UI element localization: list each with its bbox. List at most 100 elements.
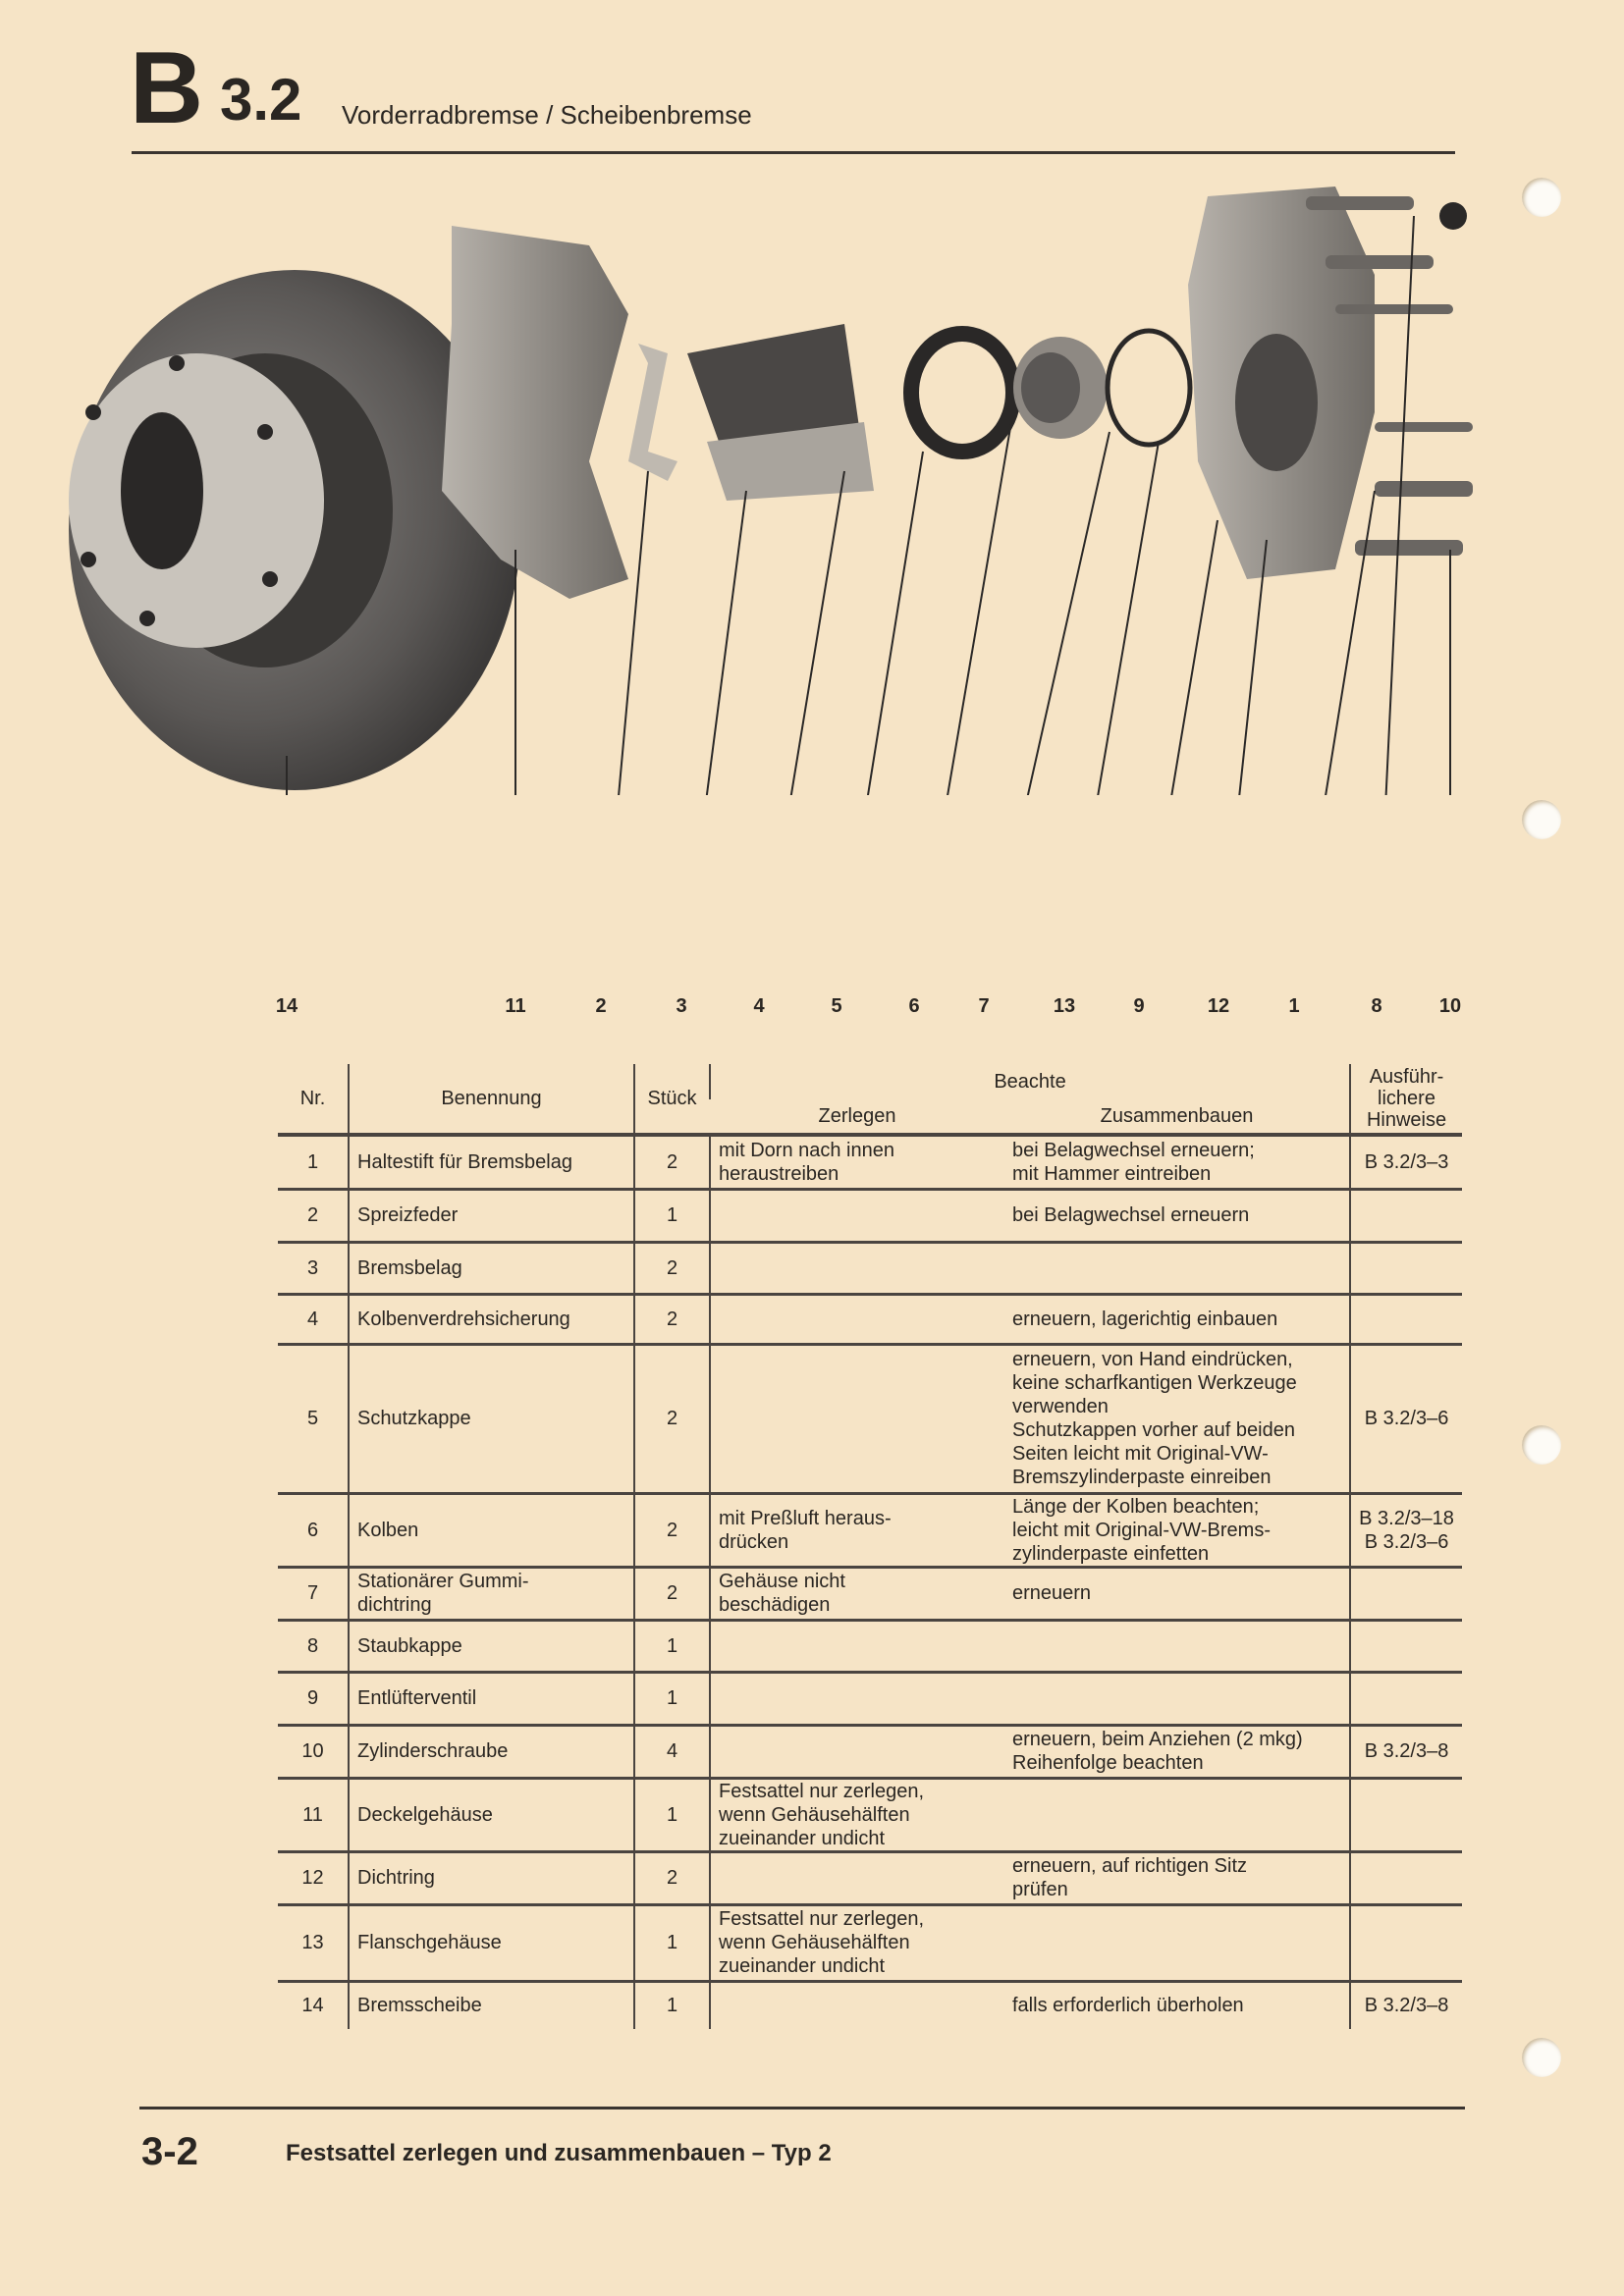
callout-10: 10 [1438, 995, 1462, 1017]
cell-zusammenbauen: falls erforderlich überholen [1012, 1995, 1244, 2017]
cell-zusammenbauen: bei Belagwechsel erneuern [1004, 1189, 1351, 1244]
cell-name: Dichtring [348, 1851, 634, 1906]
cell-name: Stationärer Gummi- dichtring [348, 1567, 634, 1622]
page-title: Vorderradbremse / Scheibenbremse [342, 100, 752, 130]
piston-seal-ring [903, 326, 1021, 459]
rubber-seal [1105, 328, 1193, 448]
cell-zerlegen [709, 1620, 1004, 1674]
cell-qty: 1 [633, 1189, 710, 1244]
cell-nr: 10 [278, 1725, 349, 1780]
callout-4: 4 [753, 995, 765, 1017]
cell-zusammenbauen [1004, 1904, 1351, 1983]
brake-pad [687, 324, 874, 501]
cell-hinweise [1349, 1778, 1463, 1853]
cell-name: Spreizfeder [348, 1189, 634, 1244]
cell-name: Kolben [348, 1493, 634, 1569]
cell-qty: 2 [633, 1294, 710, 1346]
cell-zusammenbauen [1004, 1672, 1351, 1727]
cell-zerlegen [709, 1189, 1004, 1244]
cell-name: Schutzkappe [348, 1344, 634, 1495]
section-number: 3.2 [220, 67, 302, 133]
callout-6: 6 [908, 995, 920, 1017]
cell-hinweise [1349, 1620, 1463, 1674]
callout-5: 5 [831, 995, 842, 1017]
cell-qty: 2 [633, 1135, 710, 1191]
cell-nr: 4 [278, 1294, 349, 1346]
piston [1013, 337, 1108, 439]
cell-zerlegen: mit Preßluft heraus- drücken [709, 1493, 1004, 1569]
cell-nr: 6 [278, 1493, 349, 1569]
cell-zusammenbauen: Länge der Kolben beachten; leicht mit Or… [1004, 1493, 1351, 1569]
cell-nr: 9 [278, 1672, 349, 1727]
cell-zerlegen: Gehäuse nicht beschädigen [709, 1567, 1004, 1622]
cell-zerlegen [709, 1344, 1004, 1495]
cell-zusammenbauen [1004, 1620, 1351, 1674]
cell-qty: 4 [633, 1725, 710, 1780]
cell-zusammenbauen [1004, 1778, 1351, 1853]
cell-qty: 2 [633, 1567, 710, 1622]
callout-3: 3 [676, 995, 687, 1017]
punch-hole [1522, 800, 1561, 839]
cell-hinweise: B 3.2/3–8 [1349, 1981, 1463, 2029]
header-divider [132, 151, 1455, 154]
callout-11: 11 [505, 995, 526, 1017]
cell-nr: 11 [278, 1778, 349, 1853]
cell-nr: 8 [278, 1620, 349, 1674]
cell-zerlegen: mit Dorn nach innen heraustreiben [709, 1135, 1004, 1191]
header-benennung: Benennung [348, 1064, 634, 1137]
exploded-brake-illustration [69, 187, 1473, 795]
callout-8: 8 [1371, 995, 1382, 1017]
cell-hinweise [1349, 1242, 1463, 1296]
cell-hinweise: B 3.2/3–8 [1349, 1725, 1463, 1780]
cell-zusammenbauen: erneuern [1004, 1567, 1351, 1622]
cell-zusammenbauen: erneuern, beim Anziehen (2 mkg) Reihenfo… [1004, 1725, 1351, 1780]
cell-hinweise [1349, 1851, 1463, 1906]
cell-name: Entlüfterventil [348, 1672, 634, 1727]
cell-zusammenbauen: erneuern, lagerichtig einbauen [1004, 1294, 1351, 1346]
header-nr: Nr. [278, 1064, 349, 1137]
cell-hinweise [1349, 1672, 1463, 1727]
cell-qty: 1 [633, 1620, 710, 1674]
spreader-spring [628, 344, 677, 481]
cell-name: Deckelgehäuse [348, 1778, 634, 1853]
cell-zusammenbauen: erneuern, von Hand eindrücken, keine sch… [1004, 1344, 1351, 1495]
cell-nr: 14 [301, 1995, 324, 2017]
page-number: 3-2 [141, 2130, 198, 2173]
cell-hinweise [1349, 1567, 1463, 1622]
cell-nr: 2 [278, 1189, 349, 1244]
cell-nr: 3 [278, 1242, 349, 1296]
cell-zerlegen [709, 1981, 1004, 2029]
cell-name: Kolbenverdrehsicherung [348, 1294, 634, 1346]
cell-hinweise: B 3.2/3–6 [1349, 1344, 1463, 1495]
cell-name: Bremsbelag [348, 1242, 634, 1296]
cell-zerlegen: Festsattel nur zerlegen, wenn Gehäusehäl… [709, 1778, 1004, 1853]
punch-hole [1522, 2038, 1561, 2077]
cell-name: Haltestift für Bremsbelag [348, 1135, 634, 1191]
callout-1: 1 [1288, 995, 1300, 1017]
parts-table: Nr. Benennung Stück Beachte Ausführ- lic… [278, 1064, 1463, 2029]
cell-qty: 1 [633, 1981, 710, 2029]
cell-name: Flanschgehäuse [348, 1904, 634, 1983]
cell-qty: 1 [633, 1672, 710, 1727]
header-stueck: Stück [633, 1064, 710, 1137]
cell-qty: 2 [633, 1242, 710, 1296]
header-zusammenbauen: Zusammenbauen [1004, 1099, 1351, 1137]
footer-title: Festsattel zerlegen und zusammenbauen – … [286, 2140, 832, 2166]
brake-disc [69, 270, 520, 790]
cell-nr: 12 [278, 1851, 349, 1906]
cell-zerlegen [709, 1672, 1004, 1727]
header-hinweise: Ausführ- lichere Hinweise [1349, 1064, 1463, 1137]
cell-hinweise: B 3.2/3–3 [1349, 1135, 1463, 1191]
cell-name: Bremsscheibe [348, 1981, 634, 2029]
cell-nr: 13 [278, 1904, 349, 1983]
callout-7: 7 [978, 995, 990, 1017]
